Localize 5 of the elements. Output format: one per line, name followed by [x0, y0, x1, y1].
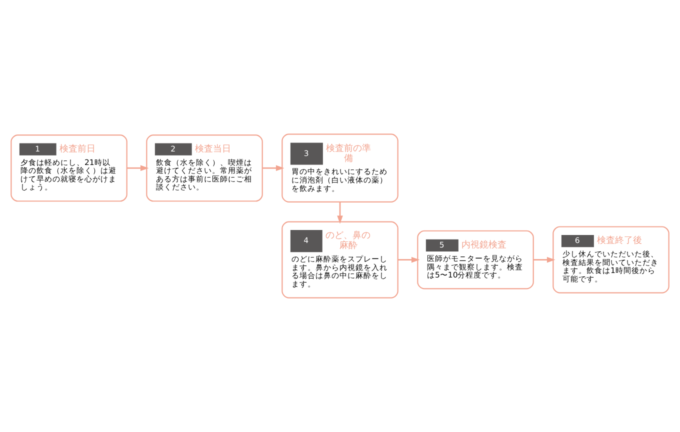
- arrow: [262, 165, 284, 171]
- arrow: [337, 202, 343, 224]
- arrow: [398, 256, 420, 263]
- arrow: [533, 256, 556, 263]
- arrow: [126, 165, 149, 171]
